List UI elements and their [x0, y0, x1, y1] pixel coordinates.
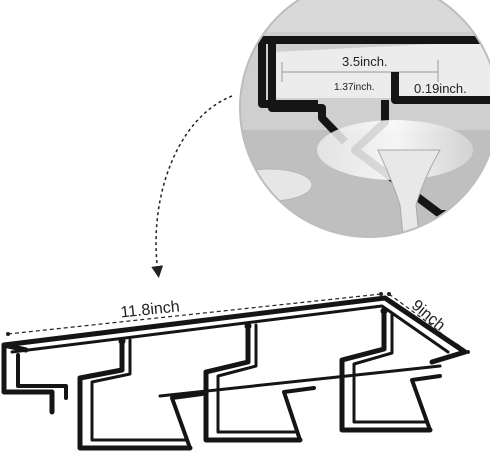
wine-glass-rack-icon — [1, 295, 468, 451]
zoom-detail: 3.5inch. 1.37inch. 0.19inch. — [239, 0, 490, 238]
zoom-slot-width-label: 3.5inch. — [342, 54, 388, 69]
zoom-rail-width-label: 1.37inch. — [334, 82, 375, 93]
dimension-arrow-icon — [151, 95, 233, 278]
length-label: 11.8inch — [120, 298, 181, 321]
length-dimension: 11.8inch — [6, 288, 383, 336]
zoom-bar-thickness-label: 0.19inch. — [414, 81, 467, 96]
ruler-strip — [275, 40, 490, 98]
